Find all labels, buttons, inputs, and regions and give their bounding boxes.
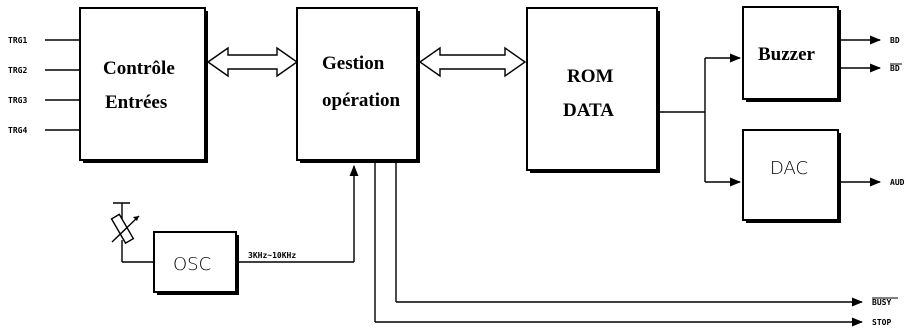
freq-label: 3KHz~10KHz xyxy=(248,251,296,260)
block-rom-label-1: ROM xyxy=(567,66,614,87)
block-buzzer-label: Buzzer xyxy=(758,44,816,65)
block-controle-entrees xyxy=(79,7,206,161)
variable-resistor-icon xyxy=(110,202,154,263)
block-rom-label-2: DATA xyxy=(563,100,614,121)
osc-clock-line xyxy=(236,164,359,263)
output-label-busy: BUSY xyxy=(872,298,891,307)
input-label-trg2: TRG2 xyxy=(8,66,27,75)
input-lines xyxy=(45,39,80,131)
input-label-trg3: TRG3 xyxy=(8,96,27,105)
block-controle-label-1: Contrôle xyxy=(103,58,175,79)
block-gestion-label-2: opération xyxy=(322,90,401,111)
output-label-bd-bar: BD xyxy=(890,64,900,73)
output-label-bd: BD xyxy=(890,36,900,45)
output-label-aud: AUD xyxy=(890,178,905,187)
block-buzzer xyxy=(742,6,839,100)
block-gestion-label-1: Gestion xyxy=(322,53,385,74)
output-label-stop: STOP xyxy=(872,318,891,327)
input-label-trg4: TRG4 xyxy=(8,126,27,135)
block-controle-label-2: Entrées xyxy=(105,92,167,113)
bidirectional-arrow-icon xyxy=(418,46,527,78)
status-output-lines xyxy=(374,160,864,327)
rom-output-lines xyxy=(657,53,742,187)
block-osc-label: OSC xyxy=(173,254,211,275)
block-dac-label: DAC xyxy=(770,158,808,179)
block-gestion-operation xyxy=(296,7,418,161)
bidirectional-arrow-icon xyxy=(206,46,299,78)
input-label-trg1: TRG1 xyxy=(8,36,27,45)
block-dac xyxy=(742,129,839,221)
block-rom-data xyxy=(526,7,658,171)
